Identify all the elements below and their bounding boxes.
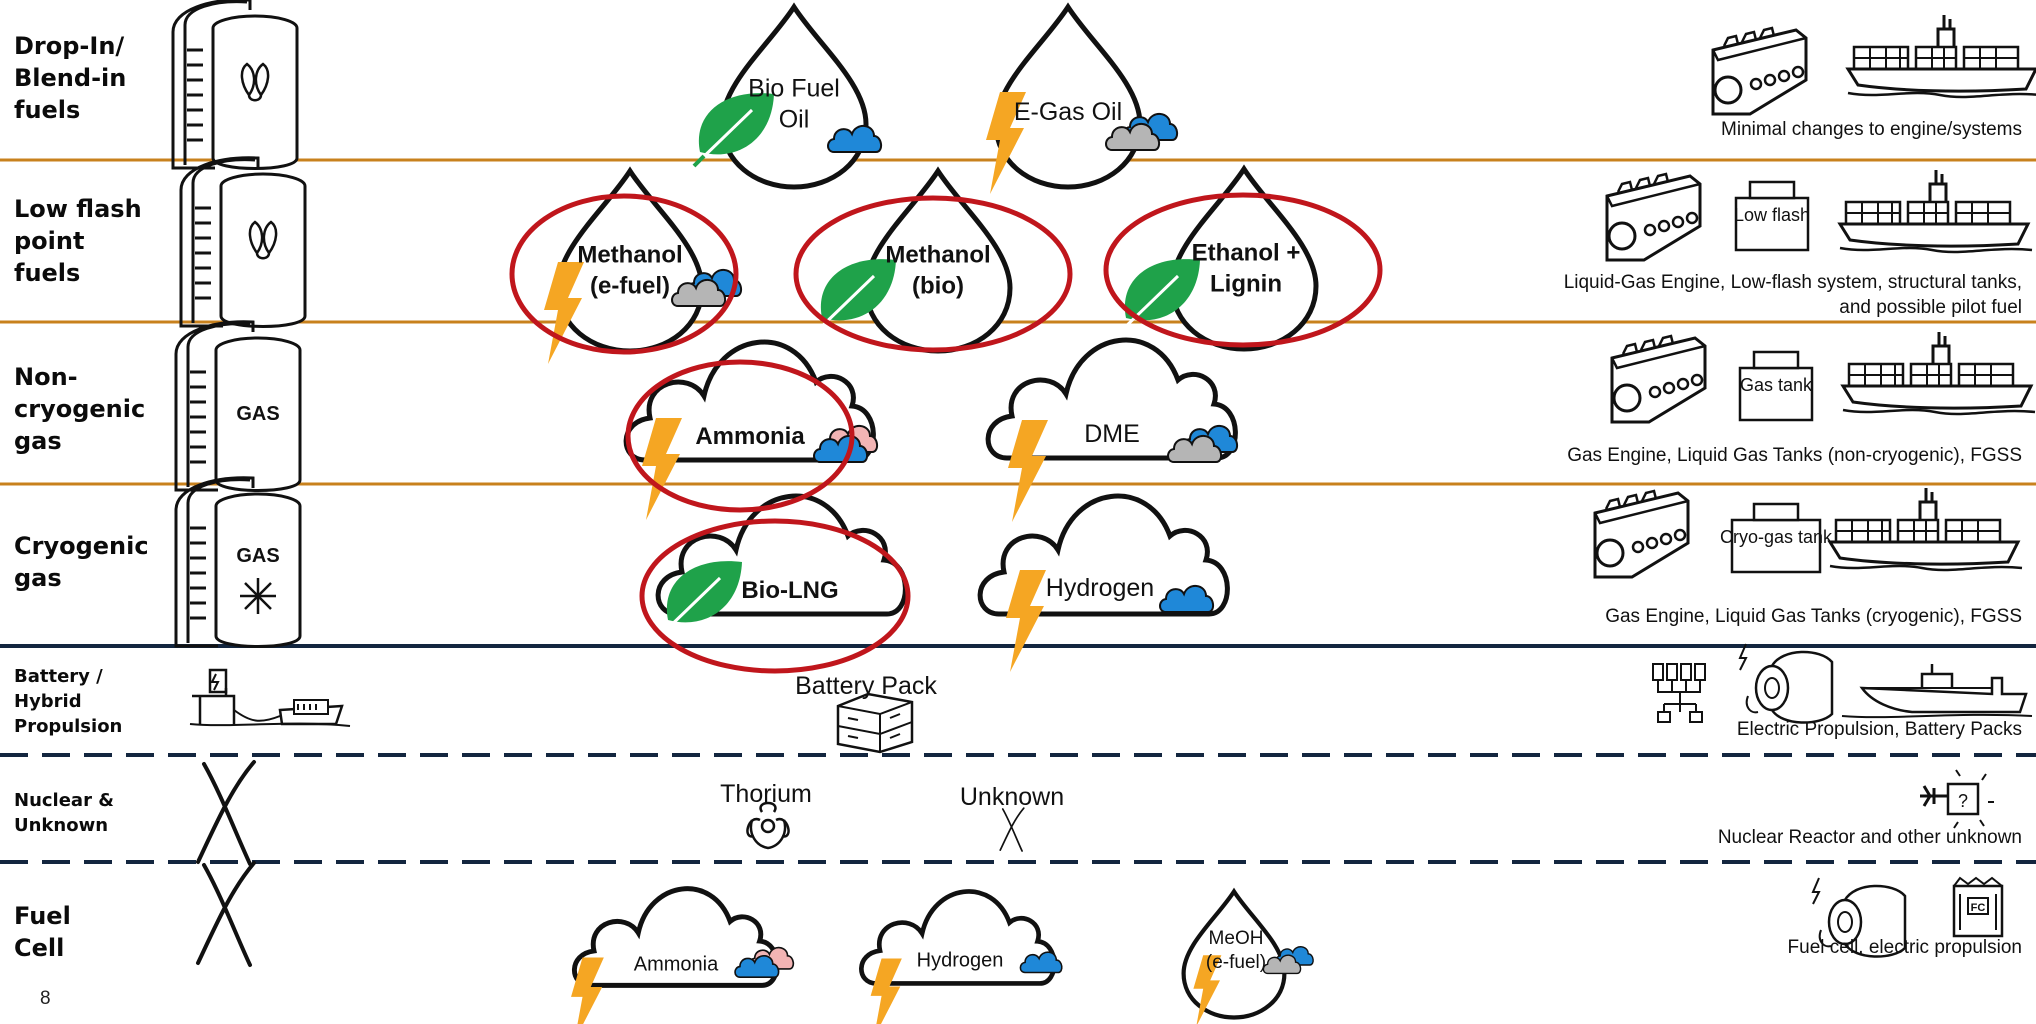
fuel-cell-box-icon: FC: [1952, 876, 2004, 938]
label-methanol-bio: Methanol(bio): [885, 242, 990, 300]
tank-icon-cryogenic: GAS: [174, 476, 302, 648]
fuel-ethanol-lignin: [1118, 169, 1316, 349]
x-mark-nuclear: [196, 760, 256, 866]
cryo-tank-box-label: Cryo-gas tank: [1720, 527, 1833, 547]
electric-motor-icon-battery: [1738, 642, 1834, 724]
requirement-cryogenic: Gas Engine, Liquid Gas Tanks (cryogenic)…: [1605, 606, 2022, 627]
category-nuclear-unknown: Nuclear & Unknown: [14, 790, 114, 836]
label-ethanol-lignin: Ethanol +Lignin: [1192, 240, 1301, 298]
snowflake-icon: [240, 578, 276, 614]
requirement-battery-hybrid: Electric Propulsion, Battery Packs: [1736, 719, 2022, 740]
fc-label: FC: [1971, 902, 1986, 914]
label-fc-ammonia: Ammonia: [634, 954, 719, 976]
label-unknown: Unknown: [960, 783, 1064, 811]
low-flash-box-label: Low flash: [1734, 205, 1810, 225]
highlight-ellipses: [509, 192, 1383, 674]
switchboard-icon: [1652, 663, 1706, 723]
requirement-fuel-cell: Fuel cell, electric propulsion: [1787, 937, 2022, 958]
label-fc-meoh: MeOH(e-fuel): [1206, 928, 1266, 973]
highlight-methanol-efuel: [509, 193, 739, 355]
label-e-gas-oil: E-Gas Oil: [1014, 98, 1122, 126]
ship-icon-row1: [1846, 13, 2036, 99]
ship-icon-row3: [1841, 330, 2036, 416]
engine-icon-row4: [1593, 489, 1690, 579]
category-battery-hybrid: Battery / Hybrid Propulsion: [14, 666, 123, 737]
highlight-bio-lng: [639, 518, 911, 674]
fuel-bio-fuel-oil: [692, 7, 883, 187]
battery-pack-icon: [836, 692, 914, 754]
label-battery-pack: Battery Pack: [795, 672, 937, 700]
ship-icon-battery: [1841, 664, 2033, 719]
cryo-tank-box-icon: Cryo-gas tank: [1720, 502, 1833, 574]
question-mark: ?: [1958, 791, 1968, 811]
x-mark-fuel-cell: [196, 861, 256, 967]
highlight-ammonia: [625, 359, 855, 513]
tank-icon-drop-in: [171, 0, 299, 170]
leaf-icon: [1118, 259, 1200, 334]
gas-tank-box-icon: Gas tank: [1738, 350, 1814, 422]
category-drop-in: Drop-In/ Blend-in fuels: [14, 32, 127, 124]
biohazard-icon: [746, 801, 790, 850]
fuel-bio-lng: [658, 496, 905, 636]
label-ammonia: Ammonia: [695, 423, 805, 450]
ship-icon-row4: [1828, 486, 2024, 572]
label-hydrogen: Hydrogen: [1046, 574, 1154, 602]
x-mark-unknown: [999, 807, 1025, 852]
low-flash-box-icon: Low flash: [1734, 180, 1810, 252]
tank-icon-non-cryogenic: GAS: [174, 320, 302, 492]
highlight-methanol-bio: [793, 195, 1073, 353]
requirement-drop-in: Minimal changes to engine/systems: [1721, 119, 2022, 140]
shore-charging-icon: [189, 668, 351, 727]
requirement-non-cryogenic: Gas Engine, Liquid Gas Tanks (non-cryoge…: [1567, 445, 2022, 466]
gas-tank-box-label: Gas tank: [1740, 375, 1813, 395]
leaf-icon: [692, 93, 774, 168]
ship-icon-row2: [1838, 168, 2034, 254]
engine-icon-row1: [1711, 26, 1808, 116]
tank-gas-label: GAS: [236, 403, 279, 425]
tank-icon-low-flash: [179, 156, 307, 328]
leaf-icon: [660, 561, 742, 636]
label-methanol-efuel: Methanol(e-fuel): [577, 242, 682, 300]
label-bio-lng: Bio-LNG: [741, 577, 838, 604]
requirement-low-flash: Liquid-Gas Engine, Low-flash system, str…: [1563, 272, 2022, 318]
nuclear-unknown-icon: ?: [1920, 769, 1994, 829]
category-non-cryogenic: Non- cryogenic gas: [14, 363, 146, 455]
label-dme: DME: [1084, 420, 1140, 448]
tank-gas-label-cryo: GAS: [236, 545, 279, 567]
label-thorium: Thorium: [720, 780, 812, 808]
highlight-ethanol-lignin: [1103, 192, 1383, 348]
row-separators: [0, 158, 2036, 864]
category-cryogenic: Cryogenic gas: [14, 532, 149, 592]
category-low-flash: Low flash point fuels: [14, 195, 142, 287]
requirement-nuclear-unknown: Nuclear Reactor and other unknown: [1717, 827, 2022, 848]
engine-icon-row3: [1610, 334, 1707, 424]
page-number: 8: [40, 988, 51, 1009]
category-fuel-cell: Fuel Cell: [14, 902, 71, 962]
engine-icon-row2: [1605, 172, 1702, 262]
label-fc-hydrogen: Hydrogen: [917, 950, 1004, 972]
